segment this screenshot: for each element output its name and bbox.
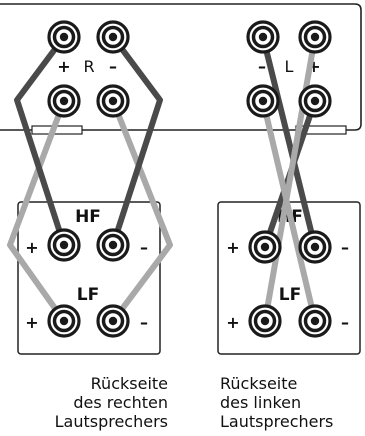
- amp-l-minus-bottom-terminal: [246, 84, 280, 118]
- speaker-right-hf-label: HF: [75, 207, 101, 227]
- speaker-left-hf-minus: –: [341, 238, 349, 257]
- caption-right-line-3: Lautsprechers: [54, 412, 168, 431]
- cable-right-lf-plus: [7, 98, 67, 324]
- cable-left-lf-plus: [262, 34, 318, 324]
- spk-r-lf-plus-terminal: [47, 304, 81, 338]
- cable-right-lf-minus: [110, 98, 173, 324]
- amp-right-plus-label: +: [57, 57, 70, 76]
- spk-r-lf-minus-terminal: [96, 304, 130, 338]
- caption-right-speaker: Rückseite des rechten Lautsprechers: [48, 374, 168, 431]
- spk-l-hf-minus-terminal: [298, 230, 332, 264]
- cable-right-hf-minus: [110, 34, 163, 248]
- caption-right-line-2: des rechten: [73, 393, 168, 412]
- amp-l-plus-bottom-terminal: [298, 84, 332, 118]
- amp-r-minus-top-terminal: [96, 20, 130, 54]
- amp-r-plus-top-terminal: [47, 20, 81, 54]
- spk-l-lf-minus-terminal: [298, 304, 332, 338]
- speaker-right-hf-plus: +: [25, 238, 38, 257]
- terminals: [47, 20, 332, 338]
- cable-right-hf-plus: [14, 34, 67, 248]
- speaker-right-panel: HF LF + – + –: [17, 201, 161, 355]
- cables-left: [260, 34, 318, 324]
- amp-r-minus-bottom-terminal: [96, 84, 130, 118]
- caption-left-line-3: Lautsprechers: [220, 412, 334, 431]
- caption-left-speaker: Rückseite des linken Lautsprechers: [220, 374, 360, 431]
- amp-left-minus-label: –: [258, 57, 266, 76]
- cable-left-hf-minus: [260, 34, 318, 250]
- caption-left-line-1: Rückseite: [220, 374, 298, 393]
- amp-left-channel-label: L: [285, 57, 294, 76]
- amp-r-plus-bottom-terminal: [47, 84, 81, 118]
- speaker-left-lf-label: LF: [279, 285, 301, 305]
- cable-left-lf-minus: [260, 98, 318, 324]
- spk-r-hf-minus-terminal: [96, 228, 130, 262]
- speaker-right-lf-label: LF: [77, 285, 99, 305]
- spk-r-hf-plus-terminal: [47, 228, 81, 262]
- spk-l-lf-plus-terminal: [248, 304, 282, 338]
- speaker-right-hf-minus: –: [140, 238, 148, 257]
- speaker-left-hf-plus: +: [226, 238, 239, 257]
- speaker-left-lf-minus: –: [341, 313, 349, 332]
- cables-right: [7, 34, 173, 324]
- amp-right-minus-label: –: [109, 57, 117, 76]
- speaker-left-panel: HF LF + – + –: [217, 201, 361, 355]
- amp-l-minus-top-terminal: [246, 20, 280, 54]
- speaker-right-lf-plus: +: [25, 313, 38, 332]
- speaker-right-lf-minus: –: [140, 313, 148, 332]
- amp-right-channel-label: R: [83, 57, 94, 76]
- caption-right-line-1: Rückseite: [90, 374, 168, 393]
- amp-l-plus-top-terminal: [298, 20, 332, 54]
- caption-left-line-2: des linken: [220, 393, 302, 412]
- spk-l-hf-plus-terminal: [248, 230, 282, 264]
- speaker-left-lf-plus: +: [226, 313, 239, 332]
